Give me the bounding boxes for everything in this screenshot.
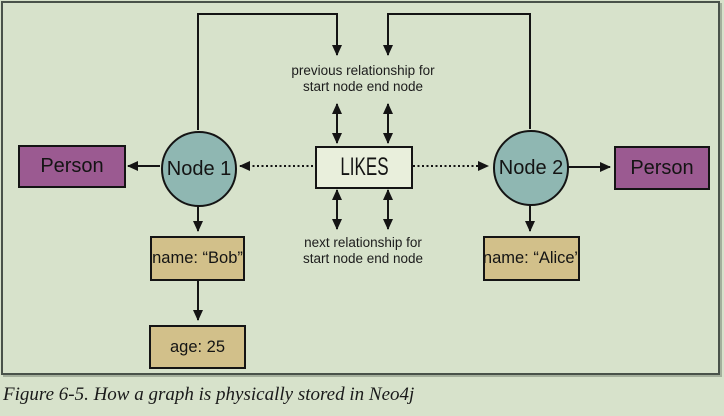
node2-circle: Node 2 — [493, 130, 569, 206]
previous-relationship-pointer-label: previous relationship for start node end… — [263, 63, 463, 94]
node1-circle: Node 1 — [161, 131, 237, 207]
node2-name-property-box: name: “Alice” — [483, 236, 580, 281]
next-pointer-label-line1: next relationship for — [304, 235, 422, 250]
next-relationship-pointer-label: next relationship for start node end nod… — [263, 235, 463, 266]
node1-name-property-box: name: “Bob” — [150, 236, 245, 281]
next-pointer-label-line2: start node end node — [302, 250, 424, 266]
node1-age-property-box: age: 25 — [149, 325, 246, 369]
likes-relationship-label: LIKES — [339, 153, 389, 181]
previous-pointer-label-line1: previous relationship for — [291, 63, 435, 78]
figure-caption: Figure 6-5. How a graph is physically st… — [3, 384, 415, 405]
person-label-node2: Person — [614, 146, 710, 190]
person-label-node1: Person — [18, 145, 126, 188]
diagram-frame: Person Node 1 LIKES Node 2 Person previo… — [1, 1, 720, 375]
previous-pointer-label-line2: start node end node — [302, 78, 424, 94]
likes-relationship-box: LIKES — [315, 146, 413, 189]
